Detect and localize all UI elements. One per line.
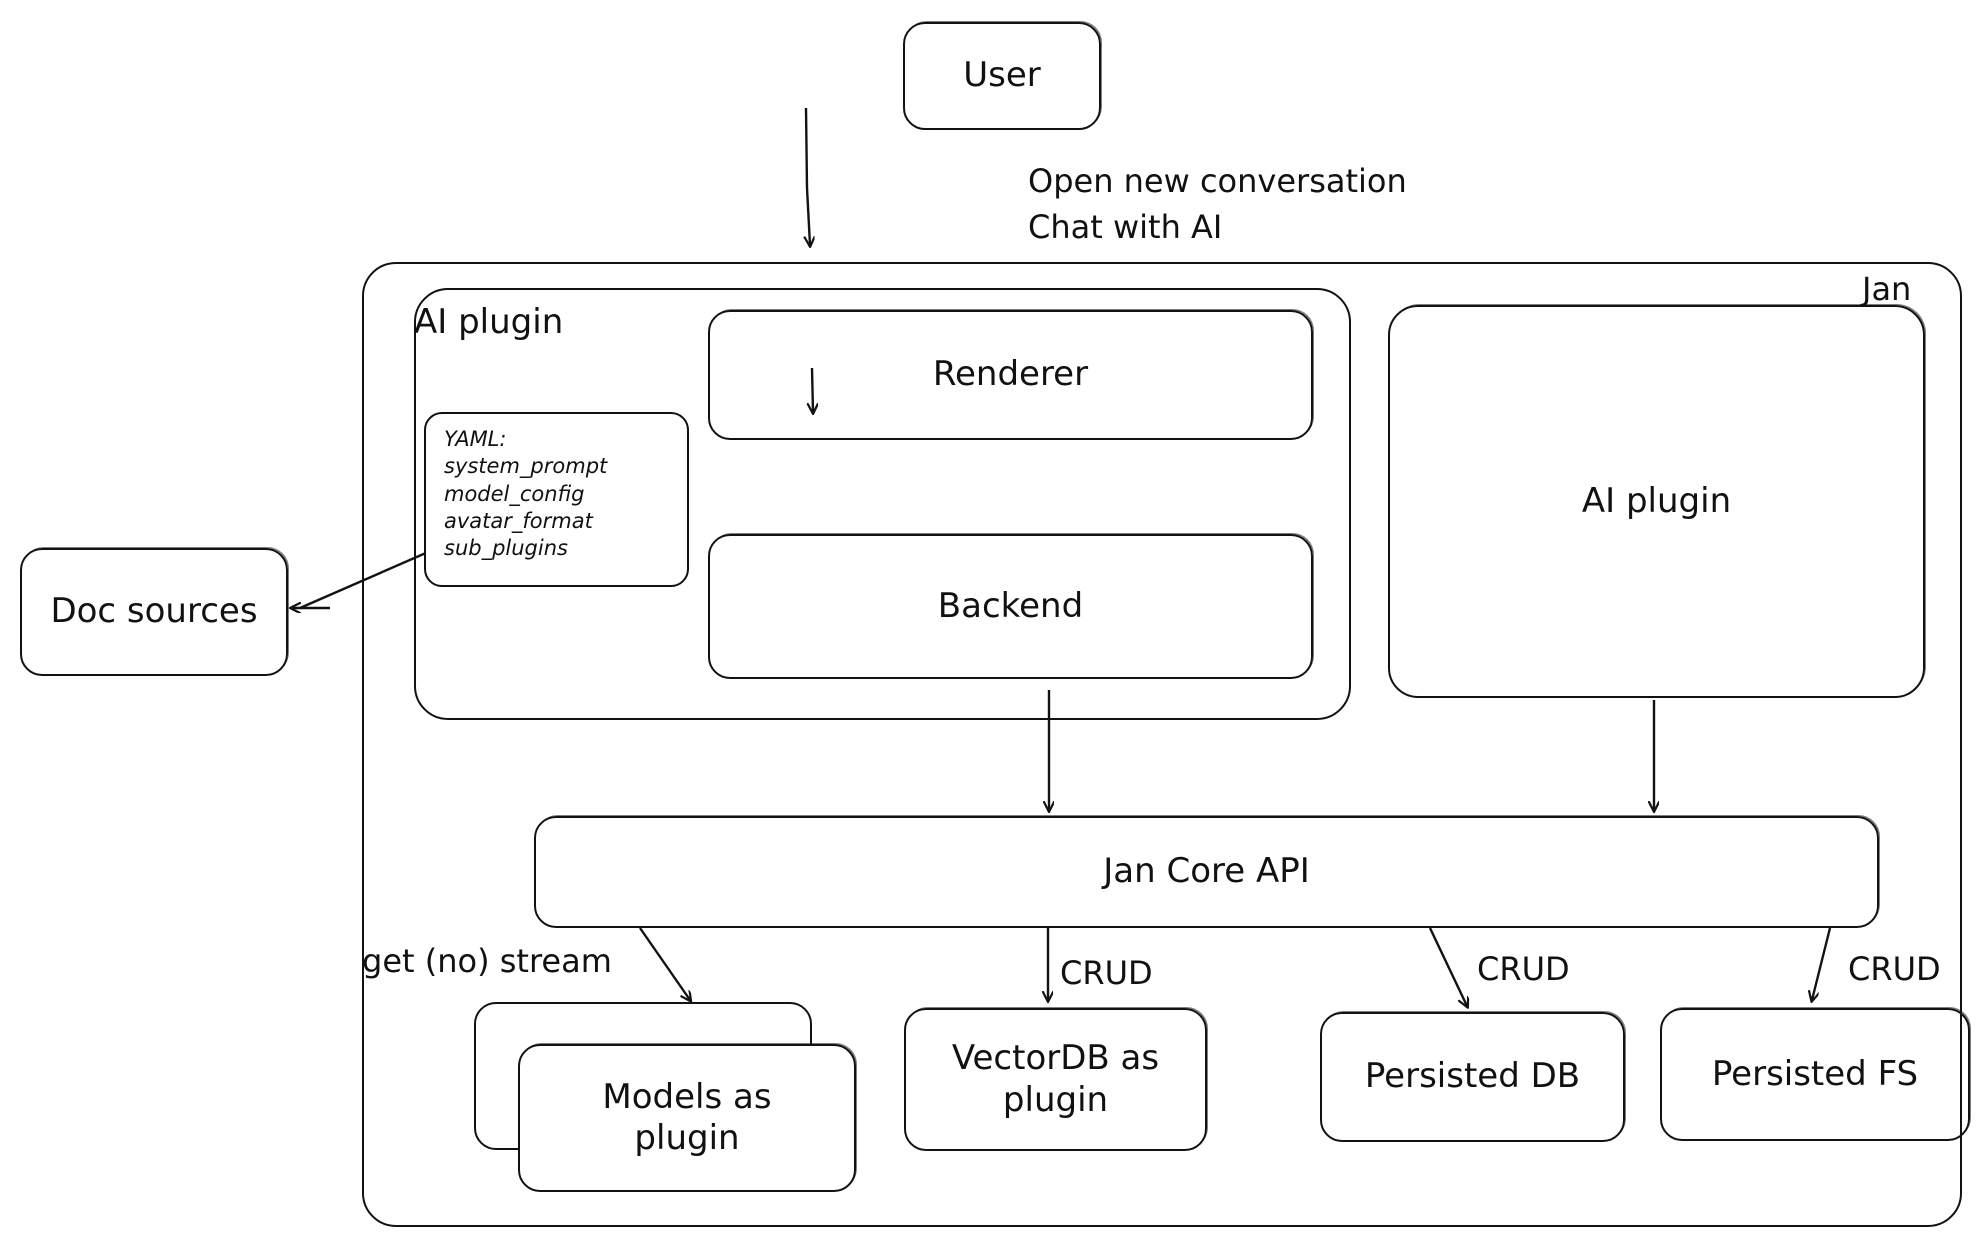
edge-label-get-no-stream: get (no) stream: [362, 942, 612, 980]
yaml-line-3: avatar_format: [444, 508, 593, 533]
node-jan-core-api[interactable]: Jan Core API: [534, 816, 1879, 928]
node-doc-sources[interactable]: Doc sources: [20, 548, 288, 676]
node-ai-plugin-label: AI plugin: [1581, 480, 1732, 521]
node-user[interactable]: User: [903, 22, 1101, 130]
ai-plugin-group-container: [414, 288, 1351, 720]
node-persisted-db[interactable]: Persisted DB: [1320, 1012, 1625, 1142]
jan-container-label: Jan: [1862, 270, 1912, 308]
node-persisted-fs[interactable]: Persisted FS: [1660, 1008, 1970, 1141]
edge-label-open-new-conversation: Open new conversation: [1028, 162, 1407, 200]
jan-container: [362, 262, 1962, 1227]
edge-label-crud-persisted-db: CRUD: [1477, 950, 1570, 988]
node-ai-plugin[interactable]: AI plugin: [1388, 305, 1925, 698]
node-doc-sources-label: Doc sources: [50, 591, 258, 632]
node-persisted-db-label: Persisted DB: [1364, 1056, 1581, 1097]
node-backend[interactable]: Backend: [708, 534, 1313, 679]
edge-user-to-renderer: [806, 107, 810, 245]
edge-label-chat-with-ai: Chat with AI: [1028, 208, 1223, 246]
node-models-plugin-label: Models as plugin: [602, 1076, 772, 1158]
ai-plugin-group-label: AI plugin: [414, 302, 564, 342]
yaml-line-0: YAML:: [444, 427, 507, 451]
yaml-line-4: sub_plugins: [444, 536, 568, 561]
node-vectordb-plugin-label: VectorDB as plugin: [951, 1038, 1160, 1120]
yaml-line-2: model_config: [444, 481, 585, 506]
node-user-label: User: [963, 55, 1041, 96]
node-models-plugin[interactable]: Models as plugin: [518, 1044, 856, 1192]
node-jan-core-api-label: Jan Core API: [1103, 851, 1310, 892]
node-backend-label: Backend: [937, 585, 1084, 626]
edge-label-crud-persisted-fs: CRUD: [1848, 950, 1941, 988]
edge-label-crud-vectordb: CRUD: [1060, 954, 1153, 992]
node-persisted-fs-label: Persisted FS: [1711, 1053, 1919, 1094]
node-renderer-label: Renderer: [932, 354, 1089, 395]
node-renderer[interactable]: Renderer: [708, 310, 1313, 440]
yaml-line-1: system_prompt: [444, 454, 608, 479]
yaml-config-card: YAML: system_prompt model_config avatar_…: [424, 412, 689, 587]
node-vectordb-plugin[interactable]: VectorDB as plugin: [904, 1008, 1207, 1151]
